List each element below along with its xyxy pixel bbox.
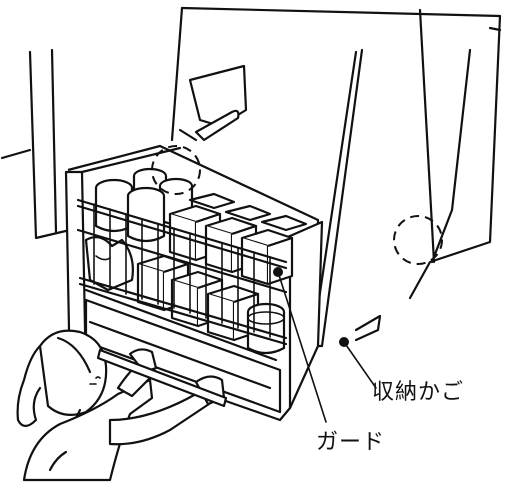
faucet-pipe (178, 64, 248, 142)
guard-leader-line (277, 271, 327, 423)
label-guard: ガード (316, 430, 386, 455)
callouts (273, 267, 377, 423)
drawer-handle (96, 348, 228, 408)
cabinet-body (170, 6, 502, 348)
stored-items (84, 167, 308, 355)
basket-leader-line (343, 341, 377, 389)
detail-markers (151, 145, 443, 265)
guard-rails (76, 198, 288, 346)
label-storage-basket: 収納かご (372, 380, 465, 405)
left-cabinet (0, 48, 72, 240)
